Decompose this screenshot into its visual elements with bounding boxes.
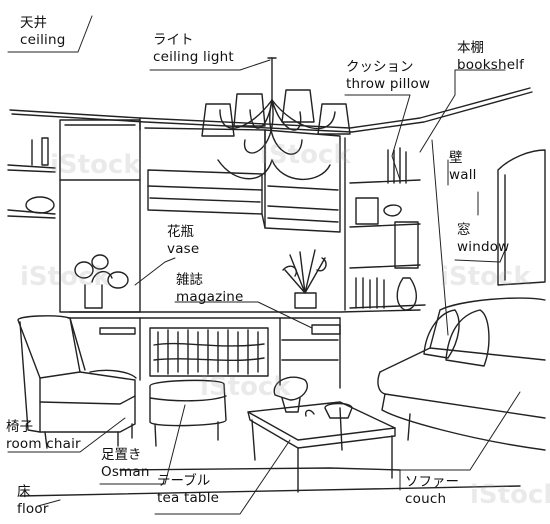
label-wall: 壁 wall [449,150,477,184]
label-en: vase [167,241,200,257]
osman [149,379,227,447]
label-en: ceiling [20,32,66,48]
label-en: ceiling light [153,49,234,65]
label-couch: ソファー couch [405,474,459,508]
label-jp: 壁 [449,150,463,166]
label-jp: 床 [17,484,31,500]
label-en: window [457,239,510,255]
vase-left [74,254,129,309]
label-jp: 天井 [20,15,47,31]
label-throw-pillow: クッション throw pillow [346,59,430,93]
label-en: floor [17,501,49,517]
left-wall-shelves [7,137,56,219]
couch [377,297,546,451]
label-ceiling-light: ライト ceiling light [153,32,234,66]
label-magazine: 雑誌 magazine [176,272,244,306]
label-tea-table: テーブル tea table [157,473,219,507]
label-en: couch [405,491,447,507]
label-en: magazine [176,289,244,305]
label-ceiling: 天井 ceiling [20,15,66,49]
tea-table [247,376,396,493]
vase-center [282,249,327,309]
label-jp: テーブル [157,473,211,489]
label-window: 窓 window [457,222,509,256]
label-jp: クッション [346,59,414,75]
window-shade-right [261,129,341,233]
label-jp: 雑誌 [176,272,203,288]
chandelier [201,57,351,181]
label-en: tea table [157,490,220,506]
label-vase: 花瓶 vase [167,224,199,258]
bookshelf-unit [344,137,426,311]
label-jp: 足置き [101,447,142,463]
label-jp: 椅子 [6,419,33,435]
label-jp: 花瓶 [167,224,194,240]
label-floor: 床 floor [17,484,49,518]
right-window [497,149,546,286]
label-en: bookshelf [457,57,525,73]
console-fireplace [67,309,421,389]
label-jp: 本棚 [457,40,484,56]
label-jp: ソファー [405,474,459,490]
leader-lines [7,15,521,515]
label-en: wall [449,167,477,183]
label-en: throw pillow [346,76,431,92]
label-jp: ライト [153,32,194,48]
floor-lines [19,467,521,497]
label-jp: 窓 [457,222,471,238]
label-room-chair: 椅子 room chair [6,419,81,453]
label-bookshelf: 本棚 bookshelf [457,40,524,74]
label-osman: 足置き Osman [101,447,150,481]
label-en: room chair [6,436,81,452]
label-en: Osman [101,464,150,480]
room-chair [17,315,137,449]
